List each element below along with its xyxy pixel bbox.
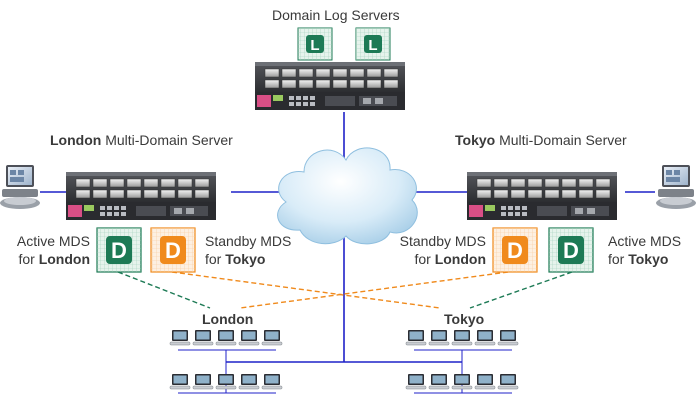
active-tokyo-for: for — [608, 251, 629, 267]
workstation-icon — [405, 329, 427, 346]
active-london-bold: London — [38, 251, 90, 267]
active-london-line1: Active MDS — [16, 233, 90, 249]
tokyo-server-label: Tokyo Multi-Domain Server — [455, 131, 627, 149]
domain-icon-letter: D — [507, 238, 523, 263]
domain-icon-letter: D — [563, 238, 579, 263]
workstation-icon — [192, 329, 214, 346]
standby-london-label: Standby MDS for London — [392, 232, 486, 268]
standby-tokyo-bold: Tokyo — [225, 251, 266, 267]
standby-tokyo-line1: Standby MDS — [205, 233, 292, 249]
log-server-icon-2 — [355, 27, 391, 61]
workstation-icon — [215, 329, 237, 346]
domain-icon-letter: D — [111, 238, 127, 263]
london-workstations — [169, 329, 283, 394]
active-tokyo-domain-icon — [548, 227, 594, 273]
workstation-icon — [261, 329, 283, 346]
log-icon-letter: L — [310, 37, 319, 54]
standby-tokyo-label: Standby MDS for Tokyo — [205, 232, 291, 268]
domain-icon-letter: D — [165, 238, 181, 263]
standby-london-for: for — [414, 251, 435, 267]
standby-tokyo-domain-icon — [150, 227, 196, 273]
tokyo-server-rest: Multi-Domain Server — [495, 132, 627, 148]
workstation-icon — [192, 373, 214, 390]
domain-log-servers-label: Domain Log Servers — [272, 7, 400, 23]
standby-london-line1: Standby MDS — [399, 233, 486, 249]
london-console-icon[interactable] — [0, 165, 40, 209]
log-server-icon-1 — [297, 27, 333, 61]
active-london-label: Active MDS for London — [10, 232, 90, 268]
workstation-icon — [451, 329, 473, 346]
standby-london-domain-icon — [492, 227, 538, 273]
workstation-icon — [238, 329, 260, 346]
internet-cloud-icon — [277, 147, 418, 245]
standby-tokyo-to-tokyo-site — [171, 271, 441, 309]
workstation-icon — [428, 329, 450, 346]
workstation-icon — [497, 373, 519, 390]
active-tokyo-line1: Active MDS — [608, 233, 682, 249]
workstation-icon — [169, 373, 191, 390]
london-server-bold: London — [50, 132, 102, 148]
active-tokyo-label: Active MDS for Tokyo — [608, 232, 681, 268]
london-site-label: London — [202, 311, 254, 327]
domain-log-server-appliance[interactable] — [254, 61, 406, 111]
active-london-for: for — [18, 251, 39, 267]
standby-tokyo-for: for — [205, 251, 226, 267]
log-icon-letter: L — [368, 37, 377, 54]
tokyo-server-bold: Tokyo — [455, 132, 496, 148]
domain-assignment-lines — [117, 271, 573, 309]
tokyo-site-label: Tokyo — [444, 311, 485, 327]
london-server-rest: Multi-Domain Server — [101, 132, 233, 148]
standby-london-bold: London — [434, 251, 486, 267]
workstation-icon — [238, 373, 260, 390]
active-london-to-london-site — [117, 271, 211, 309]
workstation-icon — [405, 373, 427, 390]
active-tokyo-bold: Tokyo — [628, 251, 669, 267]
active-tokyo-to-tokyo-site — [469, 271, 573, 309]
workstation-icon — [169, 329, 191, 346]
standby-london-to-london-site — [239, 271, 509, 309]
workstation-icon — [451, 373, 473, 390]
tokyo-mds-appliance[interactable] — [466, 171, 618, 221]
workstation-icon — [474, 373, 496, 390]
workstation-icon — [497, 329, 519, 346]
workstation-icon — [215, 373, 237, 390]
tokyo-console-icon[interactable] — [656, 165, 696, 209]
tokyo-workstations — [405, 329, 519, 394]
workstation-icon — [474, 329, 496, 346]
workstation-icon — [261, 373, 283, 390]
workstation-icon — [428, 373, 450, 390]
active-london-domain-icon — [96, 227, 142, 273]
london-server-label: London Multi-Domain Server — [50, 131, 233, 149]
london-mds-appliance[interactable] — [65, 171, 217, 221]
